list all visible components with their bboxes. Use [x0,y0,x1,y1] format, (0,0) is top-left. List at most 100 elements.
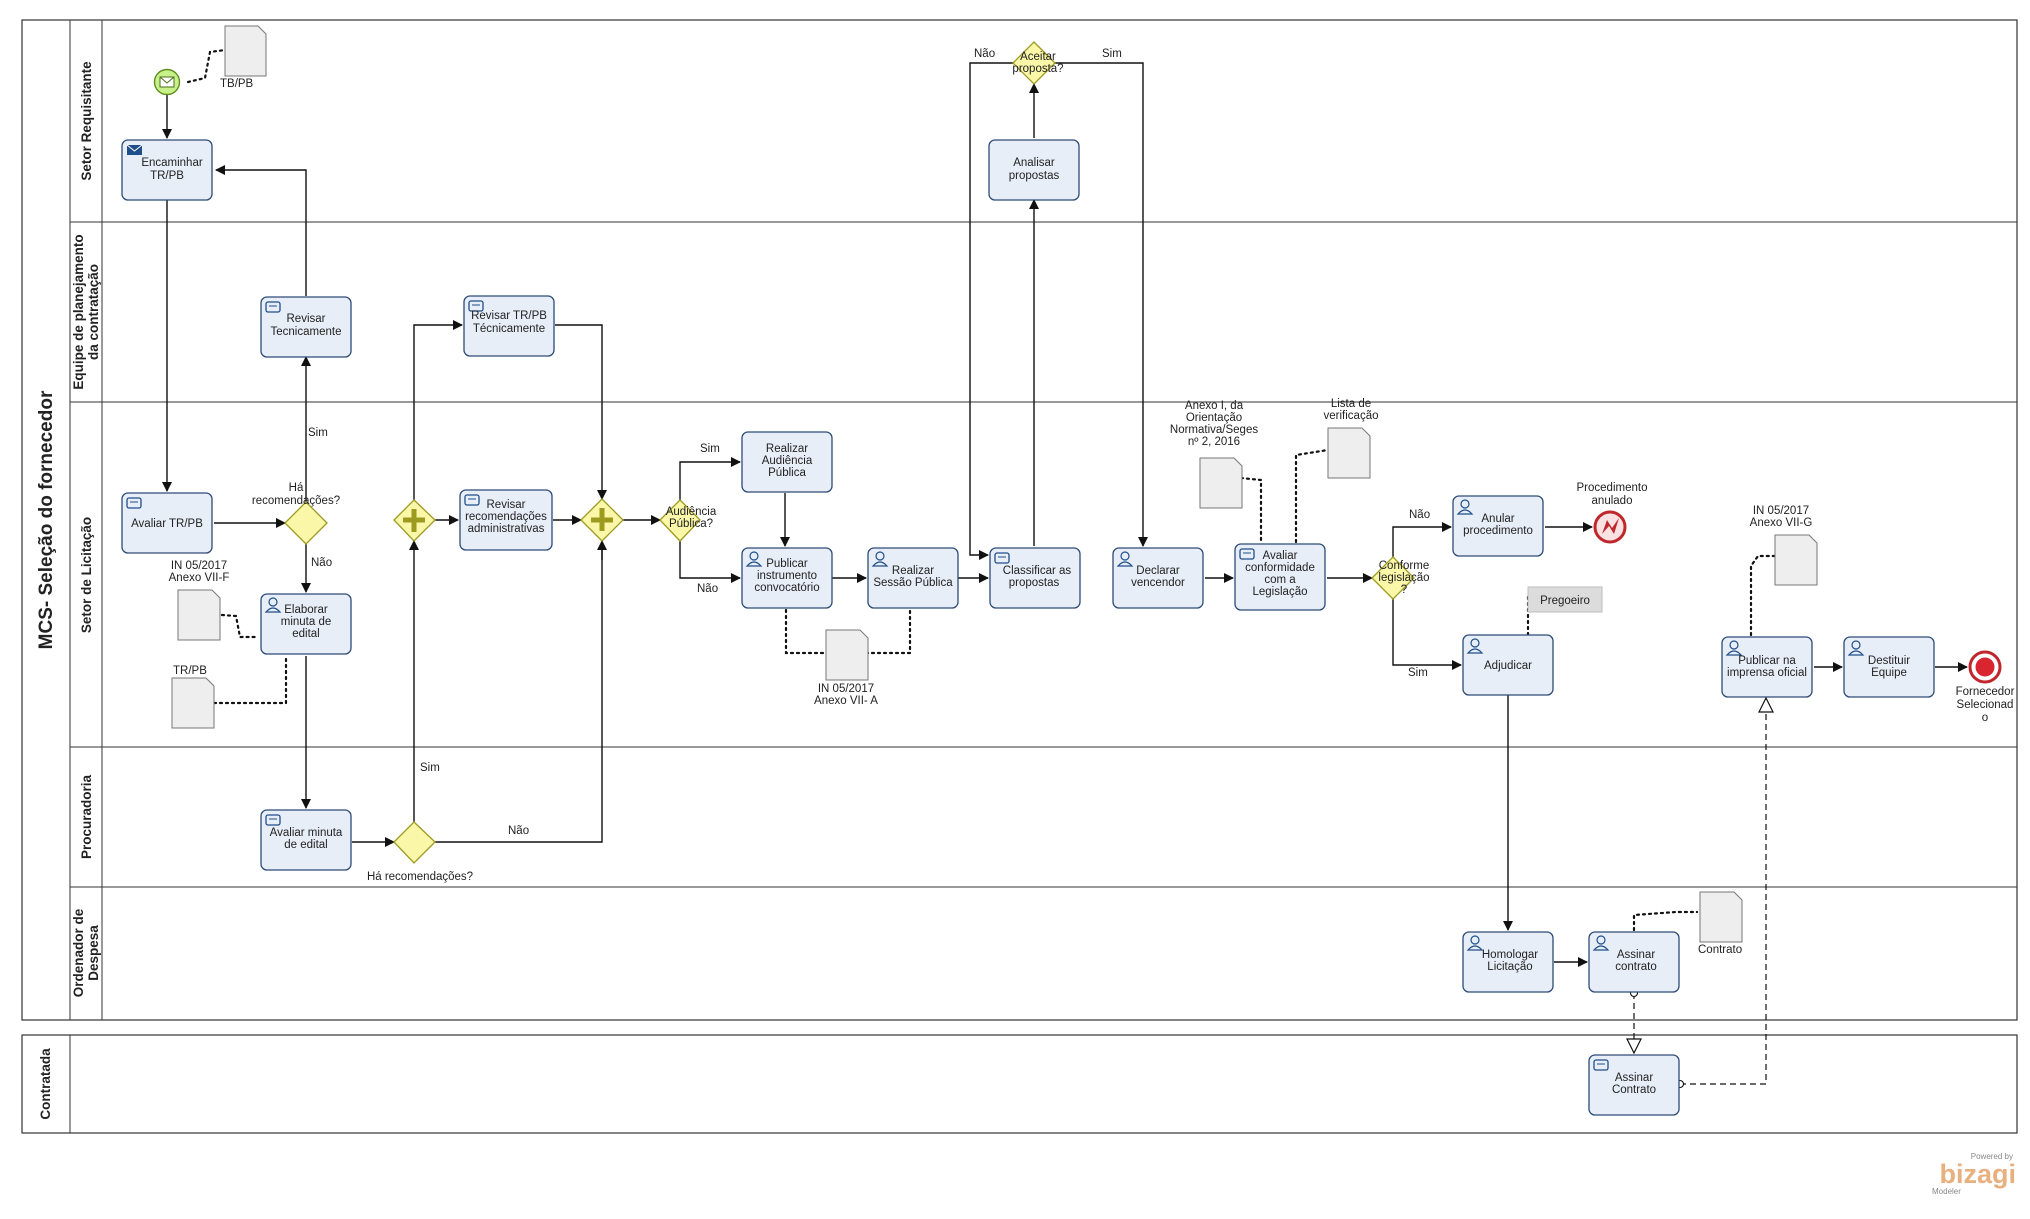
bizagi-logo: bizagi [1939,1159,2016,1189]
flow-label-nao: Não [697,583,718,595]
user-icon [1847,640,1865,656]
lane-ordenador-line2: Despesa [86,925,101,981]
user-icon [1116,551,1134,567]
task-analisar-line2: propostas [1009,170,1060,182]
doc-in-vii-f-line2: Anexo VII-F [169,572,230,584]
lane-setor-requisitante: Setor Requisitante [79,61,94,181]
task-anular-line1: Anular [1481,513,1514,525]
manual-task-icon [468,300,484,312]
user-icon [1592,935,1610,951]
task-assinar-con-line1: Assinar [1615,1072,1654,1084]
flow-label-sim: Sim [420,762,440,774]
sequence-flows [162,62,1968,967]
gw-conforme-line1: Conforme [1379,560,1430,572]
task-publicar-inst-line3: convocatório [754,582,819,594]
task-conformidade-line4: Legislação [1253,586,1308,598]
task-conformidade-line3: com a [1264,574,1296,586]
bizagi-branding: Powered by bizagi Modeler [1932,1152,2016,1196]
task-revisar-trpb-line1: Revisar TR/PB [471,310,547,322]
lightning-icon [1602,518,1619,534]
task-encaminhar-line2: TR/PB [150,170,184,182]
manual-task-icon [994,552,1010,564]
task-avaliar-trpb[interactable]: Avaliar TR/PB [121,492,213,554]
task-homologar-line1: Homologar [1482,949,1538,961]
task-conformidade-line1: Avaliar [1263,550,1298,562]
flow-label-sim: Sim [1102,48,1122,60]
main-pool-title: MCS- Seleção do fornecedor [36,390,57,649]
task-conformidade-line2: conformidade [1245,562,1315,574]
end-anulado-line1: Procedimento [1577,482,1648,494]
doc-anexo-line3: Normativa/Seges [1170,424,1258,436]
envelope-icon [126,144,143,155]
contracted-pool: Contratada [21,1034,2018,1134]
task-revisar-tec-line2: Tecnicamente [271,326,342,338]
doc-in-vii-g-line2: Anexo VII-G [1750,517,1813,529]
gw-proc-label: Há recomendações? [367,871,473,883]
data-object-trpb: TR/PB [171,665,215,729]
task-audiencia-line3: Pública [768,467,806,479]
data-object-tbpb: TB/PB [220,25,267,90]
task-revisar-rec-line2: recomendações [465,511,547,523]
task-audiencia-line2: Audiência [762,455,813,467]
user-icon [745,551,763,567]
envelope-icon [159,76,175,88]
task-publicar-imp-line1: Publicar na [1738,655,1796,667]
flow-labels: Sim Não Sim Não Sim Não Não Sim Não Sim [308,48,1430,837]
user-icon [1466,935,1484,951]
task-declarar-line1: Declarar [1136,565,1180,577]
performer-pregoeiro: Pregoeiro [1527,586,1603,613]
task-elaborar-line1: Elaborar [284,604,328,616]
modeler-label: Modeler [1932,1187,1961,1196]
manual-task-icon [265,814,281,826]
doc-lista-line1: Lista de [1331,398,1371,410]
task-adjudicar[interactable]: Adjudicar [1462,634,1554,696]
task-avaliar-minuta-line1: Avaliar minuta [270,827,343,839]
plus-icon [591,508,613,531]
contracted-pool-title: Contratada [38,1048,53,1120]
lane-ordenador-line1: Ordenador de [71,908,86,997]
task-sessao-line2: Sessão Pública [873,577,953,589]
gw-aceitar-line2: proposta? [1012,63,1063,75]
flow-label-sim: Sim [700,443,720,455]
